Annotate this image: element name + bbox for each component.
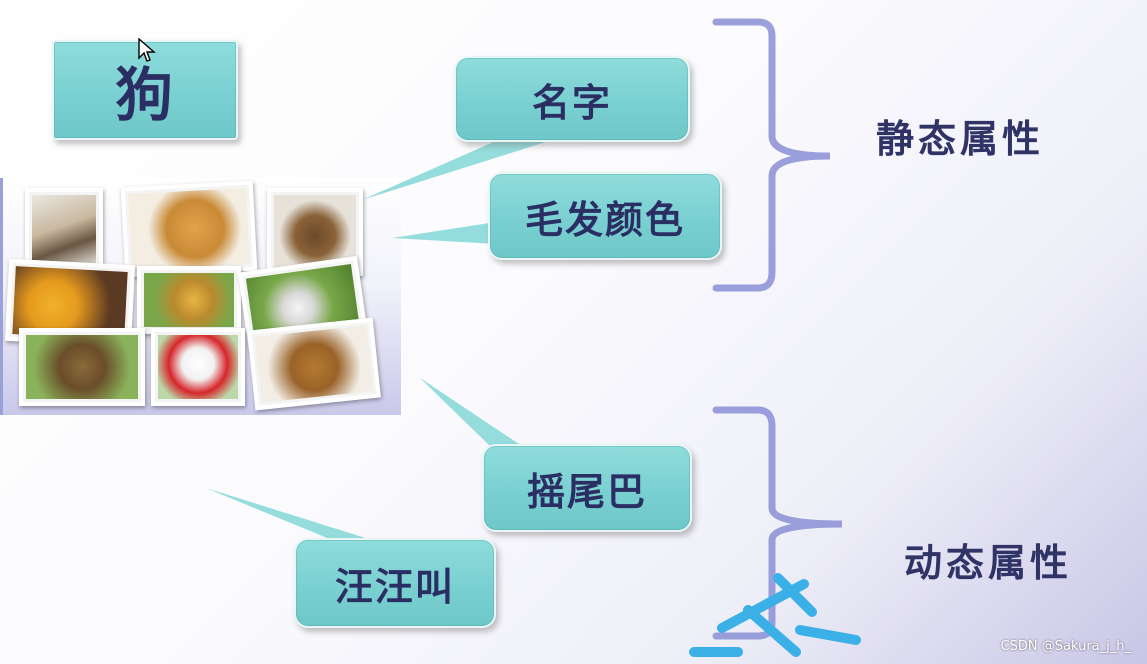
mouse-cursor-icon: [138, 38, 156, 62]
photo-chow-puppies: [19, 328, 145, 406]
bark-behavior-label: 汪汪叫: [334, 564, 455, 609]
photo-white-poodle: [151, 328, 245, 406]
callout-tail-bark: [206, 488, 372, 540]
callout-tail-name: [362, 140, 552, 200]
title-text: 狗: [114, 61, 175, 129]
wag-tail-behavior-label: 摇尾巴: [526, 469, 647, 514]
static-attribute-brace: [712, 18, 831, 292]
callout-tail-wag-tail: [420, 378, 522, 446]
name-attribute-box: 名字: [454, 56, 690, 142]
name-attribute-label: 名字: [531, 80, 612, 125]
wag-tail-behavior-box: 摇尾巴: [482, 444, 692, 532]
fur-color-attribute-label: 毛发颜色: [524, 197, 685, 242]
photo-cat: [25, 188, 103, 272]
overlay-mark-icon: [689, 573, 861, 657]
dynamic-attributes-label: 动态属性: [904, 541, 1073, 585]
static-attributes-label: 静态属性: [876, 117, 1045, 161]
bark-behavior-box: 汪汪叫: [294, 538, 496, 628]
fur-color-attribute-box: 毛发颜色: [488, 172, 722, 260]
callout-tail-fur-color: [392, 222, 496, 244]
photo-golden-puppy: [137, 266, 241, 334]
dog-photo-collage: [0, 178, 401, 415]
watermark-text: CSDN @Sakura_j_h_: [1000, 639, 1131, 654]
